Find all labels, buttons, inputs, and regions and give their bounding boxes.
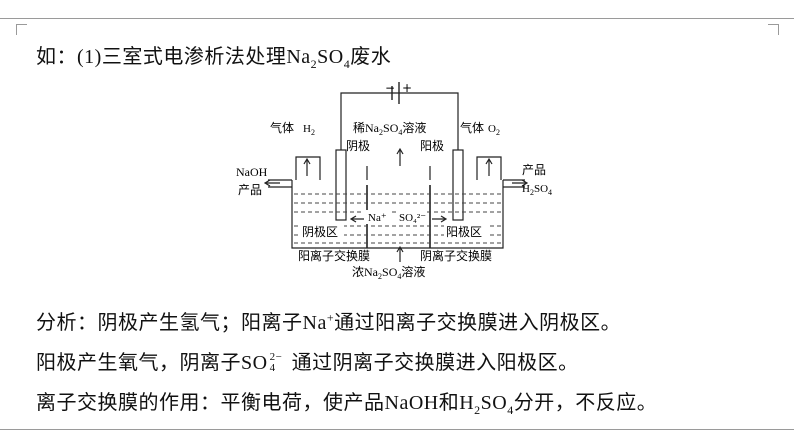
h2so4-formula: H2SO4	[459, 392, 514, 417]
plus-sign: +	[402, 81, 412, 95]
conc-label: 浓Na2SO4溶液	[352, 264, 425, 281]
left-product-b: 产品	[238, 183, 262, 197]
naoh-arrow	[263, 179, 280, 187]
right-outlet-pipe	[503, 179, 525, 188]
cathode-zone-label: 阴极区	[302, 225, 338, 239]
gas-right-formula: O2	[488, 123, 500, 137]
so4-arrow	[432, 215, 448, 223]
right-product-a: 产品	[522, 163, 546, 177]
na-label-bg	[364, 210, 390, 224]
bottom-rule	[0, 429, 794, 430]
analysis-3b: 分开，不反应。	[513, 390, 658, 414]
na-ion: Na+	[302, 310, 335, 334]
cathode-electrode	[335, 149, 347, 221]
title-text-a: 三室式电渗析法处理	[101, 44, 287, 68]
ion-na-label: Na⁺	[368, 212, 387, 224]
h2so4-arrow	[512, 179, 529, 187]
title-line: 如：(1)三室式电渗析法处理Na2SO4废水	[36, 40, 391, 72]
analysis-2b: 通过阴离子交换膜进入阳极区。	[291, 350, 579, 374]
tank-outline	[291, 180, 504, 249]
corner-mark	[16, 24, 27, 35]
minus-sign: −	[385, 81, 395, 95]
so4-label-bg	[396, 210, 426, 224]
title-prefix: 如：	[36, 44, 77, 68]
gas-right-label: 气体	[460, 120, 484, 135]
analysis-3-and: 和	[438, 390, 460, 414]
corner-mark	[768, 24, 779, 35]
left-product-a: NaOH	[236, 165, 268, 179]
title-formula: Na2SO4	[286, 46, 351, 71]
ion-so4-label: SO₄²⁻	[399, 212, 426, 224]
right-gas-outlet	[476, 156, 502, 180]
analysis-1a: 分析：阴极产生氢气；阳离子	[36, 310, 303, 334]
analysis-2a: 阳极产生氧气，阴离子	[36, 350, 241, 374]
o2-arrow	[485, 157, 493, 176]
so4-ion-stack: 2−4	[269, 350, 283, 374]
analysis-1b: 通过阳离子交换膜进入阴极区。	[334, 310, 622, 334]
na-arrow	[349, 215, 365, 223]
analysis-line-3: 离子交换膜的作用：平衡电荷，使产品NaOH和H2SO4分开，不反应。	[36, 386, 657, 418]
left-outlet-pipe	[268, 179, 292, 188]
anode-label: 阳极	[420, 139, 444, 153]
title-text-b: 废水	[350, 44, 392, 68]
anode-zone-bg	[444, 224, 490, 239]
cation-membrane-label: 阳离子交换膜	[298, 248, 370, 263]
h2-arrow	[303, 157, 311, 176]
dilute-label: 稀Na2SO4溶液	[353, 120, 426, 137]
anode-electrode	[452, 149, 464, 221]
cathode-label: 阴极	[346, 139, 370, 153]
middle-outlet	[366, 166, 431, 180]
cathode-zone-bg	[300, 224, 344, 239]
right-product-b: H2SO4	[522, 183, 552, 197]
left-gas-outlet	[295, 156, 321, 180]
inlet-arrow	[396, 245, 404, 262]
title-number: (1)	[77, 46, 102, 68]
so4-ion-symbol: SO	[241, 352, 268, 374]
gas-left-formula: H2	[303, 123, 315, 137]
naoh-formula: NaOH	[384, 392, 439, 414]
analysis-line-1: 分析：阴极产生氢气；阳离子Na+通过阳离子交换膜进入阴极区。	[36, 306, 621, 335]
anion-membrane-label: 阴离子交换膜	[420, 248, 492, 263]
gas-left-label: 气体	[270, 120, 294, 135]
dilute-arrow	[396, 147, 404, 166]
anode-zone-label: 阳极区	[446, 225, 482, 239]
top-rule	[0, 18, 794, 19]
analysis-3a: 离子交换膜的作用：平衡电荷，使产品	[36, 390, 385, 414]
